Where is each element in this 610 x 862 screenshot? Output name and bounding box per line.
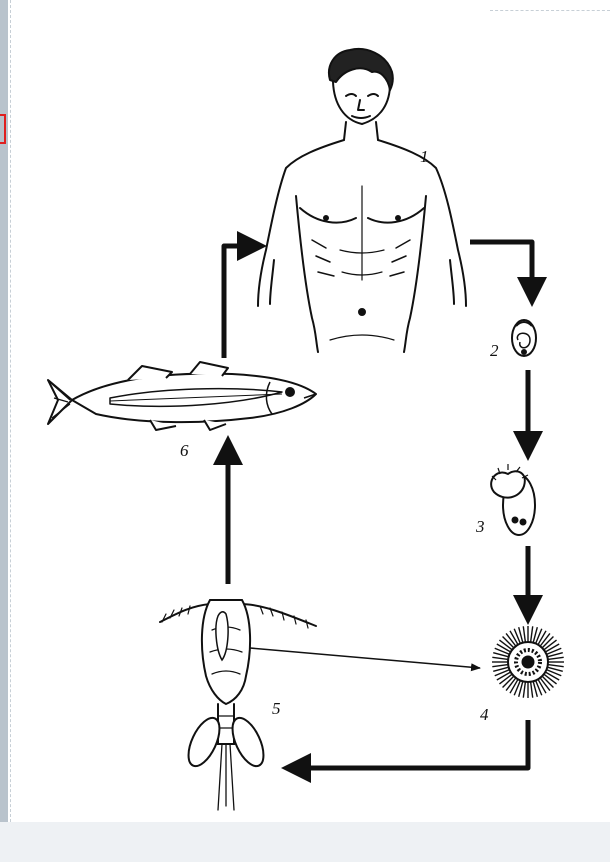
cilium xyxy=(497,672,511,680)
human-figure xyxy=(258,49,466,352)
arrow-ingestion-pointer xyxy=(250,648,480,668)
stage-label-1: 1 xyxy=(420,147,429,166)
stage-label-2: 2 xyxy=(490,341,499,360)
stage-label-6: 6 xyxy=(180,441,189,460)
cilium xyxy=(523,626,525,642)
coracidium-stage xyxy=(492,626,564,698)
arrow-1-to-2 xyxy=(470,242,532,292)
egg-stage xyxy=(512,320,536,356)
hatching-egg-stage xyxy=(491,464,535,535)
arrow-6-to-1 xyxy=(224,246,252,358)
cilium xyxy=(545,672,559,680)
cilium xyxy=(531,626,533,642)
stage-label-3: 3 xyxy=(475,517,485,536)
cilium xyxy=(497,644,511,652)
cilium xyxy=(523,682,525,698)
arrow-4-to-5 xyxy=(296,720,528,768)
cilium xyxy=(538,631,546,645)
cilium xyxy=(531,682,533,698)
stage-label-4: 4 xyxy=(480,705,489,724)
copepod-figure xyxy=(160,600,316,810)
cilium xyxy=(492,657,508,659)
coracidium-core xyxy=(522,656,534,668)
cilium xyxy=(548,665,564,667)
cilium xyxy=(538,679,546,693)
cycle-arrows xyxy=(224,242,532,768)
cilium xyxy=(492,665,508,667)
cilium xyxy=(545,644,559,652)
stage-label-5: 5 xyxy=(272,699,281,718)
cilium xyxy=(548,657,564,659)
cilium xyxy=(510,631,518,645)
fish-figure xyxy=(48,362,316,430)
cilium xyxy=(510,679,518,693)
